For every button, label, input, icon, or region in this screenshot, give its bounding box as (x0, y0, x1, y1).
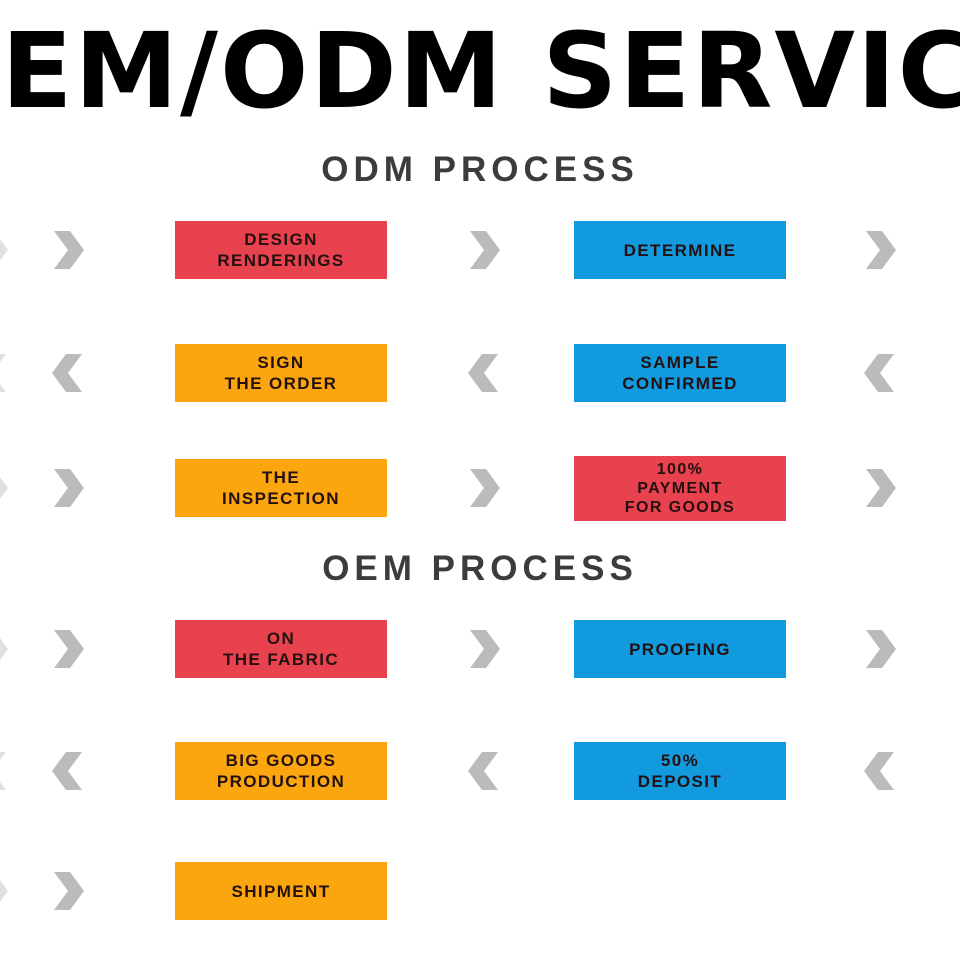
process-step-box[interactable]: BIG GOODS PRODUCTION (175, 742, 387, 800)
process-step[interactable]: DETERMINE (573, 211, 787, 289)
chevron-left-icon (840, 334, 920, 412)
chevron-right-icon (840, 449, 920, 527)
process-step[interactable]: SHIPMENT (174, 852, 388, 930)
flow-row: ON THE FABRIC PROOFING (0, 610, 960, 688)
process-step-label: PROOFING (629, 639, 731, 660)
chevron-right-icon (28, 610, 108, 688)
process-step-label-line: PRODUCTION (216, 772, 346, 791)
process-step-label-line: THE (261, 468, 301, 487)
process-step-box[interactable]: ON THE FABRIC (175, 620, 387, 678)
process-step[interactable]: PROOFING (573, 610, 787, 688)
process-step-label: ON THE FABRIC (223, 628, 339, 670)
process-step-label-line: BIG GOODS (225, 751, 337, 770)
process-step-label-line: DEPOSIT (637, 772, 723, 791)
process-step[interactable]: THE INSPECTION (174, 449, 388, 527)
flow-row: BIG GOODS PRODUCTION 50% DEPOSIT (0, 732, 960, 810)
process-step-label-line: THE FABRIC (223, 650, 339, 669)
process-step-label-line: PAYMENT (637, 479, 723, 497)
process-step-label: BIG GOODS PRODUCTION (217, 750, 345, 792)
process-step-box[interactable]: 50% DEPOSIT (574, 742, 786, 800)
chevron-right-icon (444, 211, 524, 289)
process-step[interactable]: SIGN THE ORDER (174, 334, 388, 412)
process-step-box[interactable]: SIGN THE ORDER (175, 344, 387, 402)
process-step-label-line: RENDERINGS (217, 251, 345, 270)
process-step-label-line: PROOFING (629, 639, 731, 659)
chevron-right-icon (444, 449, 524, 527)
process-step-box[interactable]: SHIPMENT (175, 862, 387, 920)
chevron-right-icon (28, 449, 108, 527)
process-step-box[interactable]: PROOFING (574, 620, 786, 678)
chevron-right-icon (840, 211, 920, 289)
process-step-label-line: 50% (660, 751, 700, 770)
process-step-label: SHIPMENT (231, 881, 330, 902)
process-step-label-line: CONFIRMED (622, 374, 738, 393)
section-heading-odm: ODM PROCESS (321, 150, 639, 189)
chevron-left-icon (0, 334, 32, 412)
process-step[interactable]: ON THE FABRIC (174, 610, 388, 688)
process-step-box[interactable]: SAMPLE CONFIRMED (574, 344, 786, 402)
flow-row: SHIPMENT (0, 852, 960, 930)
process-step-label: DESIGN RENDERINGS (217, 229, 344, 271)
process-step-label-line: INSPECTION (222, 489, 340, 508)
process-step-label: 50% DEPOSIT (638, 750, 722, 792)
chevron-right-icon (840, 610, 920, 688)
chevron-left-icon (840, 732, 920, 810)
process-step-label-line: DESIGN (244, 230, 318, 249)
chevron-left-icon (444, 334, 524, 412)
process-step[interactable]: DESIGN RENDERINGS (174, 211, 388, 289)
chevron-right-icon (444, 610, 524, 688)
process-step-label: THE INSPECTION (222, 467, 340, 509)
process-step-box[interactable]: DETERMINE (574, 221, 786, 279)
process-step-label-line: SHIPMENT (231, 881, 331, 901)
process-step[interactable]: SAMPLE CONFIRMED (573, 334, 787, 412)
process-step-label: SAMPLE CONFIRMED (622, 352, 738, 394)
process-step-label-line: DETERMINE (623, 240, 737, 260)
process-step-box[interactable]: DESIGN RENDERINGS (175, 221, 387, 279)
process-step-label: DETERMINE (624, 240, 737, 261)
chevron-left-icon (28, 334, 108, 412)
chevron-right-icon (28, 852, 108, 930)
process-step-label-line: THE ORDER (224, 374, 338, 393)
process-step-label-line: ON (266, 629, 296, 648)
flow-row: DESIGN RENDERINGS DETERMINE (0, 211, 960, 289)
process-step-label-line: FOR GOODS (624, 498, 736, 516)
chevron-right-icon (0, 211, 32, 289)
process-step-label-line: SIGN (257, 353, 305, 372)
banner: OEM/ODM SERVICE (0, 0, 960, 140)
flow-row: SIGN THE ORDER SAMPLE CONFIRMED (0, 334, 960, 412)
process-step-label-line: 100% (656, 460, 704, 478)
process-step[interactable]: 50% DEPOSIT (573, 732, 787, 810)
chevron-right-icon (0, 449, 32, 527)
process-step-label: SIGN THE ORDER (225, 352, 338, 394)
chevron-left-icon (28, 732, 108, 810)
section-heading-oem: OEM PROCESS (322, 549, 638, 588)
chevron-right-icon (0, 610, 32, 688)
chevron-right-icon (0, 852, 32, 930)
chevron-left-icon (0, 732, 32, 810)
process-step-box[interactable]: THE INSPECTION (175, 459, 387, 517)
process-step-label-line: SAMPLE (640, 353, 720, 372)
chevron-left-icon (444, 732, 524, 810)
chevron-right-icon (28, 211, 108, 289)
process-step[interactable]: BIG GOODS PRODUCTION (174, 732, 388, 810)
page-title: OEM/ODM SERVICE (0, 10, 960, 132)
